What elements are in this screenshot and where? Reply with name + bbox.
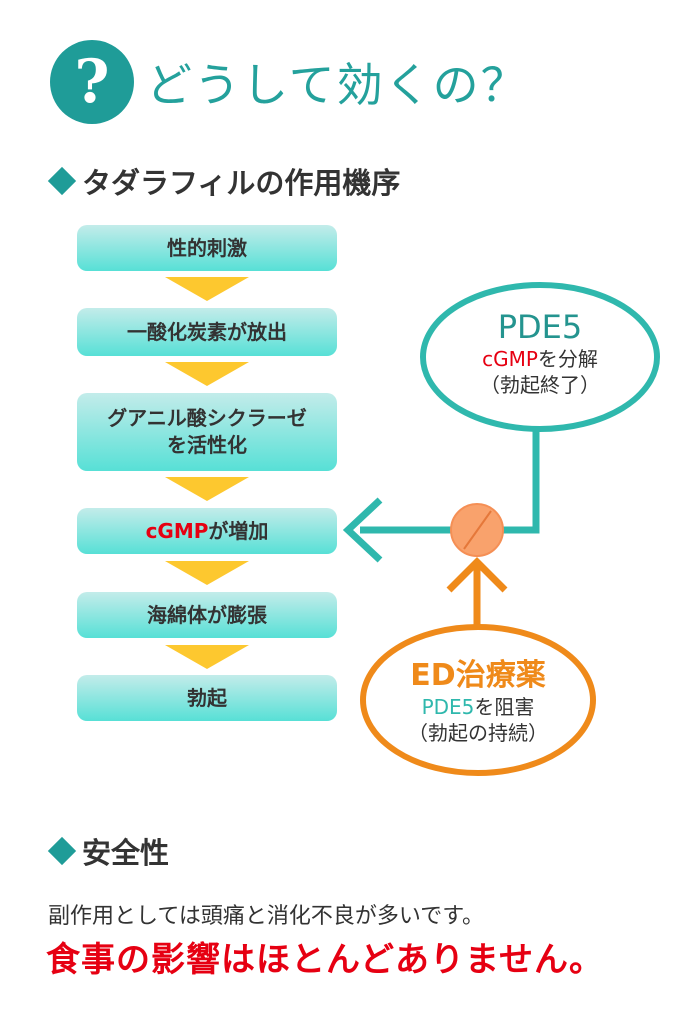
step-label: 勃起 [187, 685, 227, 710]
down-arrow-icon [165, 277, 249, 301]
pde5-connector-line [360, 429, 540, 534]
ed-bubble-outline [360, 624, 596, 776]
step-label: 一酸化炭素が放出 [127, 319, 287, 344]
pde5-bubble: PDE5 cGMPを分解 （勃起終了） [440, 308, 640, 398]
cgmp-highlight: cGMP [482, 347, 538, 371]
pill-icon [450, 503, 504, 557]
step-sexual-stimulation: 性的刺激 [77, 225, 337, 271]
mechanism-heading-text: タダラフィルの作用機序 [82, 166, 401, 200]
diamond-bullet-icon [47, 836, 77, 866]
pde5-title: PDE5 [497, 308, 583, 346]
down-arrow-icon [165, 362, 249, 386]
down-arrow-icon [165, 477, 249, 501]
pde5-highlight: PDE5 [421, 695, 475, 719]
pde5-bubble-outline [420, 282, 660, 432]
step-label: 性的刺激 [167, 235, 247, 260]
question-mark-icon: ? [50, 40, 134, 124]
safety-heading: 安全性 [47, 830, 170, 872]
step-erection: 勃起 [77, 675, 337, 721]
page-header: ? どうして効くの？ [50, 40, 529, 124]
step-label: グアニル酸シクラーゼ [107, 406, 307, 430]
down-arrow-icon [165, 645, 249, 669]
ed-line2: （勃起の持続） [408, 721, 548, 745]
step-guanylate-cyclase: グアニル酸シクラーゼ を活性化 [77, 393, 337, 471]
ed-bubble: ED治療薬 PDE5を阻害 （勃起の持続） [378, 650, 578, 746]
ed-line1: PDE5を阻害 [378, 694, 578, 720]
step-corpus-expansion: 海綿体が膨張 [77, 592, 337, 638]
safety-text: 副作用としては頭痛と消化不良が多いです。 [48, 904, 485, 929]
up-arrow-icon [446, 557, 508, 593]
mechanism-heading: タダラフィルの作用機序 [47, 160, 401, 202]
pde5-line1-rest: を分解 [537, 347, 598, 371]
step-nitric-oxide-release: 一酸化炭素が放出 [77, 308, 337, 356]
pde5-line1: cGMPを分解 [440, 346, 640, 372]
step-label: 海綿体が膨張 [147, 602, 267, 627]
down-arrow-icon [165, 561, 249, 585]
pde5-line2: （勃起終了） [480, 373, 600, 397]
safety-emphasis: 食事の影響はほとんどありません。 [46, 940, 604, 980]
step-label-line2: を活性化 [167, 433, 247, 457]
step-label: が増加 [208, 518, 269, 543]
page-title: どうして効くの？ [146, 58, 529, 112]
left-arrow-icon [342, 497, 383, 563]
cgmp-highlight: cGMP [145, 518, 209, 543]
ed-line1-rest: を阻害 [474, 695, 535, 719]
safety-heading-text: 安全性 [82, 836, 170, 870]
ed-title: ED治療薬 [410, 658, 546, 693]
